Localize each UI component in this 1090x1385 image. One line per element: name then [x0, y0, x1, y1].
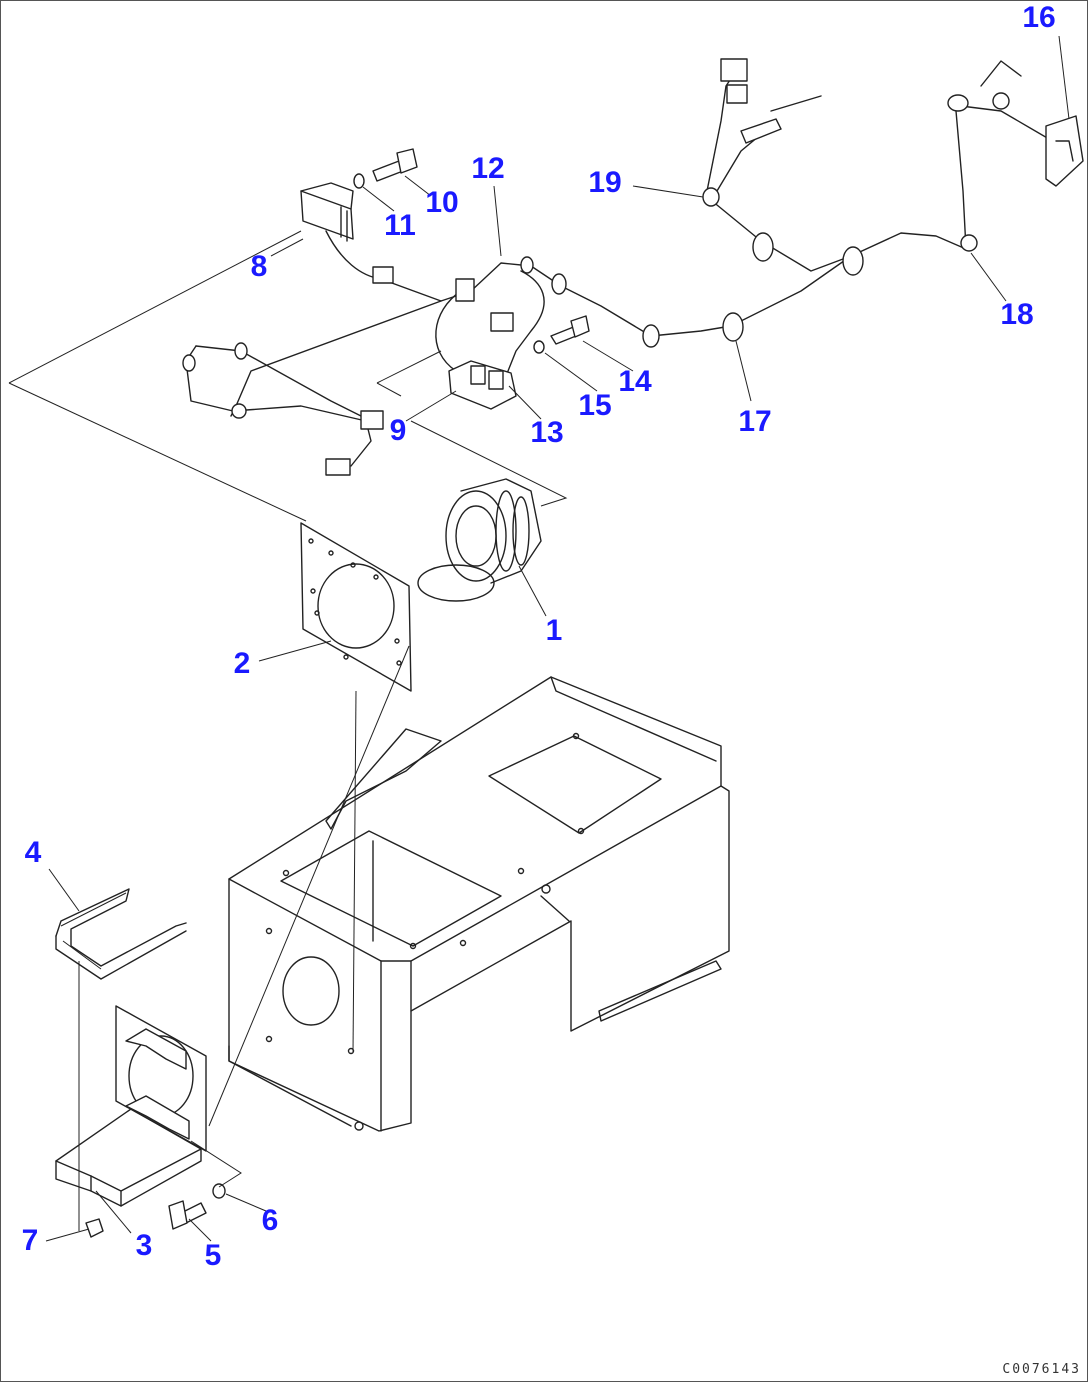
callout-8: 8 — [250, 250, 268, 283]
part-11-washer — [353, 173, 365, 189]
callout-5: 5 — [204, 1239, 222, 1272]
part-14-bolt — [550, 315, 590, 345]
callout-19: 19 — [588, 166, 622, 199]
console-housing — [228, 676, 730, 1132]
callout-10: 10 — [425, 186, 459, 219]
part-6-washer — [212, 1183, 226, 1199]
callout-3: 3 — [135, 1229, 153, 1262]
callout-15: 15 — [578, 389, 612, 422]
callout-6: 6 — [261, 1204, 279, 1237]
callout-1: 1 — [545, 614, 563, 647]
callout-9: 9 — [389, 414, 407, 447]
part-2-flange-plate — [300, 522, 412, 692]
part-5-bolt — [168, 1200, 207, 1230]
callout-18: 18 — [1000, 298, 1034, 331]
part-15-washer — [533, 340, 545, 354]
callout-17: 17 — [738, 405, 772, 438]
assembly-lines — [8, 230, 568, 1231]
callout-12: 12 — [471, 152, 505, 185]
callout-14: 14 — [618, 365, 652, 398]
callout-11: 11 — [384, 209, 416, 242]
lower-duct-plate — [115, 1005, 207, 1152]
callout-13: 13 — [530, 416, 564, 449]
part-8-switch-box — [300, 182, 354, 242]
callout-2: 2 — [233, 647, 251, 680]
callout-7: 7 — [21, 1224, 39, 1257]
part-10-bolt — [372, 148, 418, 182]
callout-16: 16 — [1022, 1, 1056, 34]
part-7-nut — [85, 1218, 104, 1238]
part-4-seal-strip — [55, 888, 187, 980]
part-1-motor-unit — [417, 478, 542, 602]
wiring-harness — [182, 58, 1084, 476]
leader-lines — [45, 35, 1070, 1242]
drawing-code: C0076143 — [1002, 1362, 1081, 1377]
part-3-cover — [55, 1108, 202, 1207]
callout-4: 4 — [24, 836, 42, 869]
